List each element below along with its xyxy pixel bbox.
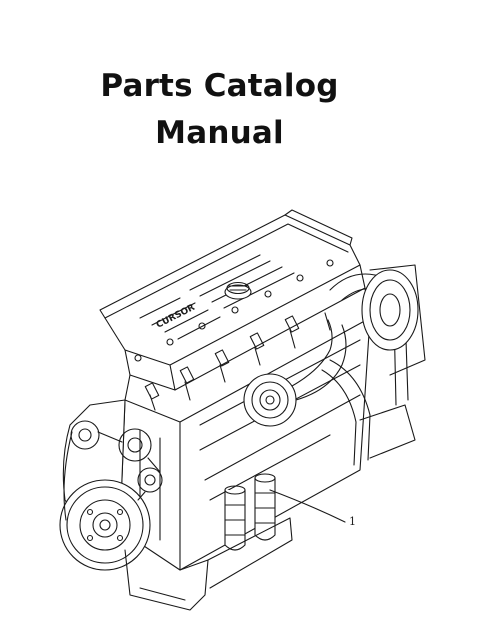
callout-1-leader — [269, 489, 346, 523]
title-line-1: Parts Catalog — [100, 68, 339, 104]
oil-filters — [224, 473, 276, 551]
air-piping — [321, 264, 426, 466]
oil-pan — [124, 517, 293, 611]
title-line-2: Manual — [155, 115, 284, 151]
crankshaft-pulley — [59, 479, 151, 571]
callout-number-1: 1 — [349, 515, 356, 528]
turbocharger — [243, 319, 347, 427]
valve-cover — [99, 209, 366, 391]
accessory-belt — [63, 431, 161, 521]
engine-illustration: CURSOR — [59, 209, 426, 611]
